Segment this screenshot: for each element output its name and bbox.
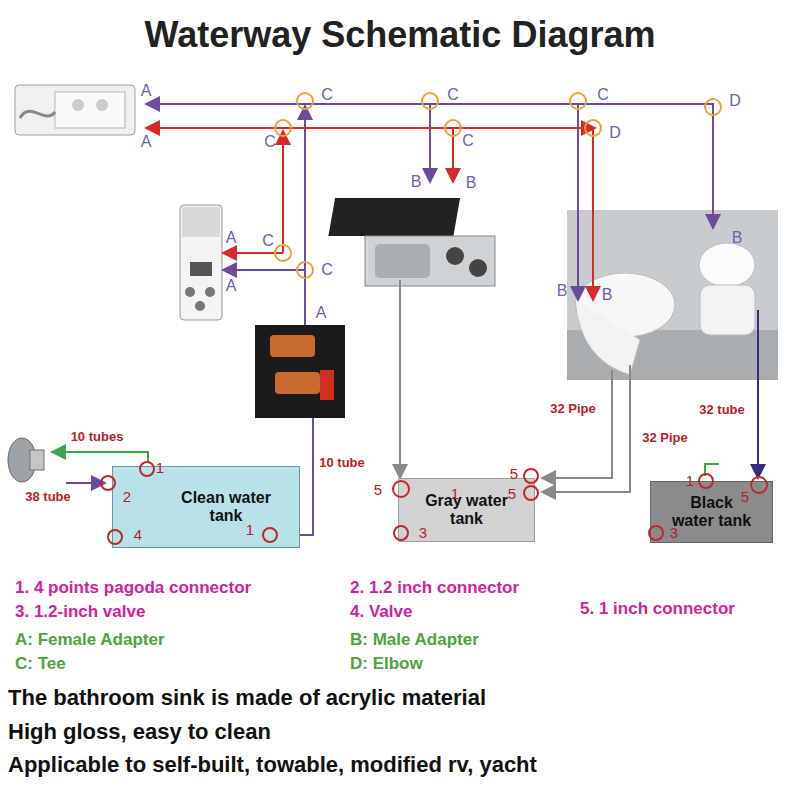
fitting-letter: C — [262, 232, 274, 250]
note-text: Applicable to self-built, towable, modif… — [8, 753, 537, 777]
callout-number: 1 — [686, 473, 694, 490]
key-item: C: Tee — [15, 655, 66, 674]
callout-number: 5 — [508, 486, 516, 503]
key-item: B: Male Adapter — [350, 631, 479, 650]
drain-lines — [400, 280, 630, 492]
cold-water-lines — [66, 104, 713, 535]
pipe-label: 32 Pipe — [550, 402, 596, 416]
callout-number: 5 — [741, 489, 749, 506]
water-heater — [180, 205, 222, 320]
fitting-letter: A — [226, 229, 237, 247]
shower-box — [15, 85, 135, 135]
fitting-letter: C — [597, 86, 609, 104]
note-text: The bathroom sink is made of acrylic mat… — [8, 686, 486, 710]
key-item: D: Elbow — [350, 655, 423, 674]
note-text: High gloss, easy to clean — [8, 720, 271, 744]
fitting-letter: A — [226, 277, 237, 295]
sink-stove — [328, 198, 495, 286]
fitting-letter: C — [447, 86, 459, 104]
key-item: A: Female Adapter — [15, 631, 165, 650]
tank-name: Gray water tank — [422, 492, 512, 527]
fitting-letter: D — [609, 124, 621, 142]
callout-number: 3 — [670, 525, 678, 542]
hot-water-lines — [146, 128, 595, 300]
callout-number: 5 — [510, 466, 518, 483]
tank-name: Black water tank — [672, 494, 752, 529]
fitting-letter: B — [466, 174, 477, 192]
fitting-letter: D — [729, 92, 741, 110]
pipe-label: 10 tubes — [71, 430, 124, 444]
callout-number: 4 — [134, 527, 142, 544]
pipe-label: 10 tube — [319, 456, 365, 470]
key-item: 5. 1 inch connector — [580, 600, 735, 619]
callout-number: 1 — [246, 522, 254, 539]
fitting-letter: C — [462, 132, 474, 150]
fitting-letter: C — [264, 133, 276, 151]
pump-panel — [255, 325, 345, 418]
fitting-letter: B — [411, 173, 422, 191]
fitting-letter: B — [557, 282, 568, 300]
fitting-letter: A — [141, 82, 152, 100]
key-item: 1. 4 points pagoda connector — [15, 579, 251, 598]
black-drain-line — [757, 310, 759, 478]
tank-name: Clean water tank — [171, 489, 281, 524]
fitting-letter: B — [602, 286, 613, 304]
fitting-letter: C — [321, 86, 333, 104]
fitting-letter: A — [141, 133, 152, 151]
bathroom-photo — [567, 210, 778, 380]
callout-number: 5 — [374, 482, 382, 499]
callout-number: 2 — [123, 489, 131, 506]
fitting-rings — [275, 93, 721, 278]
callout-number: 1 — [156, 460, 164, 477]
callout-number: 3 — [419, 525, 427, 542]
pipe-label: 32 tube — [699, 403, 745, 417]
pipe-label: 32 Pipe — [642, 431, 688, 445]
fitting-letter: B — [732, 229, 743, 247]
tank-box: Black water tank — [650, 481, 773, 543]
fitting-letter: C — [321, 261, 333, 279]
key-item: 3. 1.2-inch valve — [15, 603, 145, 622]
diagram-title: Waterway Schematic Diagram — [0, 14, 800, 56]
pipe-label: 38 tube — [25, 490, 71, 504]
key-item: 2. 1.2 inch connector — [350, 579, 519, 598]
fitting-letter: A — [316, 304, 327, 322]
key-item: 4. Valve — [350, 603, 412, 622]
callout-number: 1 — [451, 486, 459, 503]
drain-fitting — [8, 438, 44, 482]
